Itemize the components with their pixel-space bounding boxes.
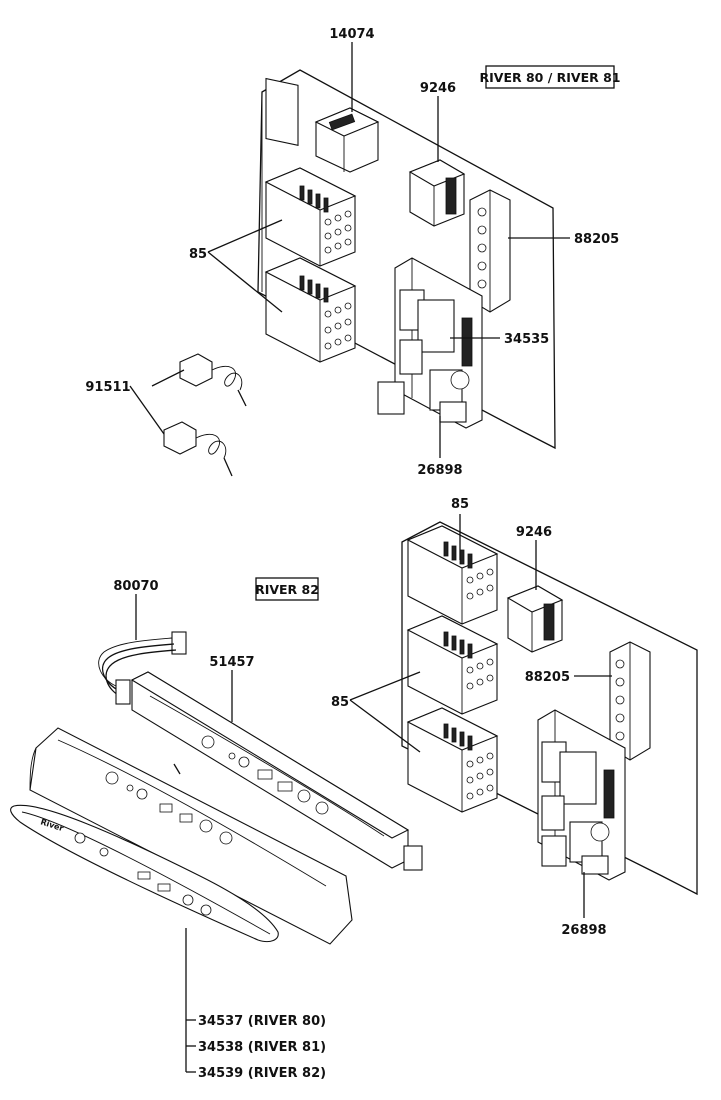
part-label-91511: 91511 (85, 380, 130, 395)
contactor-85-lower-2 (406, 615, 499, 715)
part-label-85-upper: 85 (189, 247, 207, 262)
part-label-88205-lower: 88205 (525, 670, 570, 685)
part-label-9246-lower: 9246 (516, 525, 552, 540)
lower-model-box (255, 577, 319, 601)
part-label-85-lower-top: 85 (451, 497, 469, 512)
contactor-85-lower-1 (406, 525, 499, 625)
display-board-51457 (130, 671, 423, 871)
part-label-34535: 34535 (504, 332, 549, 347)
contactor-85-upper-2 (264, 257, 357, 363)
upper-model-label: RIVER 80 / RIVER 81 (480, 70, 621, 85)
part-label-85-lower-side: 85 (331, 695, 349, 710)
contactor-85-upper-1 (264, 167, 357, 267)
relay-9246 (408, 159, 466, 227)
control-board-34535 (394, 257, 483, 429)
capacitor-lower (541, 835, 567, 867)
part-label-9246-upper: 9246 (420, 81, 456, 96)
part-label-14074: 14074 (329, 27, 374, 42)
upper-model-box (485, 65, 615, 89)
part-label-26898-lower: 26898 (561, 923, 606, 938)
relay-14074 (314, 107, 380, 173)
part-label-80070: 80070 (113, 579, 158, 594)
lower-assembly: River (10, 521, 698, 945)
lower-leader-lines (135, 514, 612, 1073)
front-overlay: River (10, 804, 279, 943)
part-label-51457: 51457 (209, 655, 254, 670)
terminal-block-88205 (469, 189, 511, 313)
capacitor-upper (377, 381, 405, 415)
part-label-26898-upper: 26898 (417, 463, 462, 478)
relay-9246-lower (506, 585, 564, 653)
part-label-88205-upper: 88205 (574, 232, 619, 247)
front-housing (29, 727, 353, 945)
upper-assembly (163, 69, 556, 477)
thermostat-91511-a (179, 353, 247, 407)
lower-model-label: RIVER 82 (255, 582, 319, 597)
terminal-block-88205-lower (609, 641, 651, 761)
ribbon-cable-80070 (98, 631, 187, 705)
part-label-overlay-river81: 34538 (RIVER 81) (198, 1040, 326, 1055)
contactor-85-lower-3 (406, 707, 499, 813)
part-label-overlay-river80: 34537 (RIVER 80) (198, 1014, 326, 1029)
part-label-overlay-river82: 34539 (RIVER 82) (198, 1066, 326, 1081)
upper-leader-lines (129, 42, 570, 458)
thermostat-91511-b (163, 421, 233, 477)
